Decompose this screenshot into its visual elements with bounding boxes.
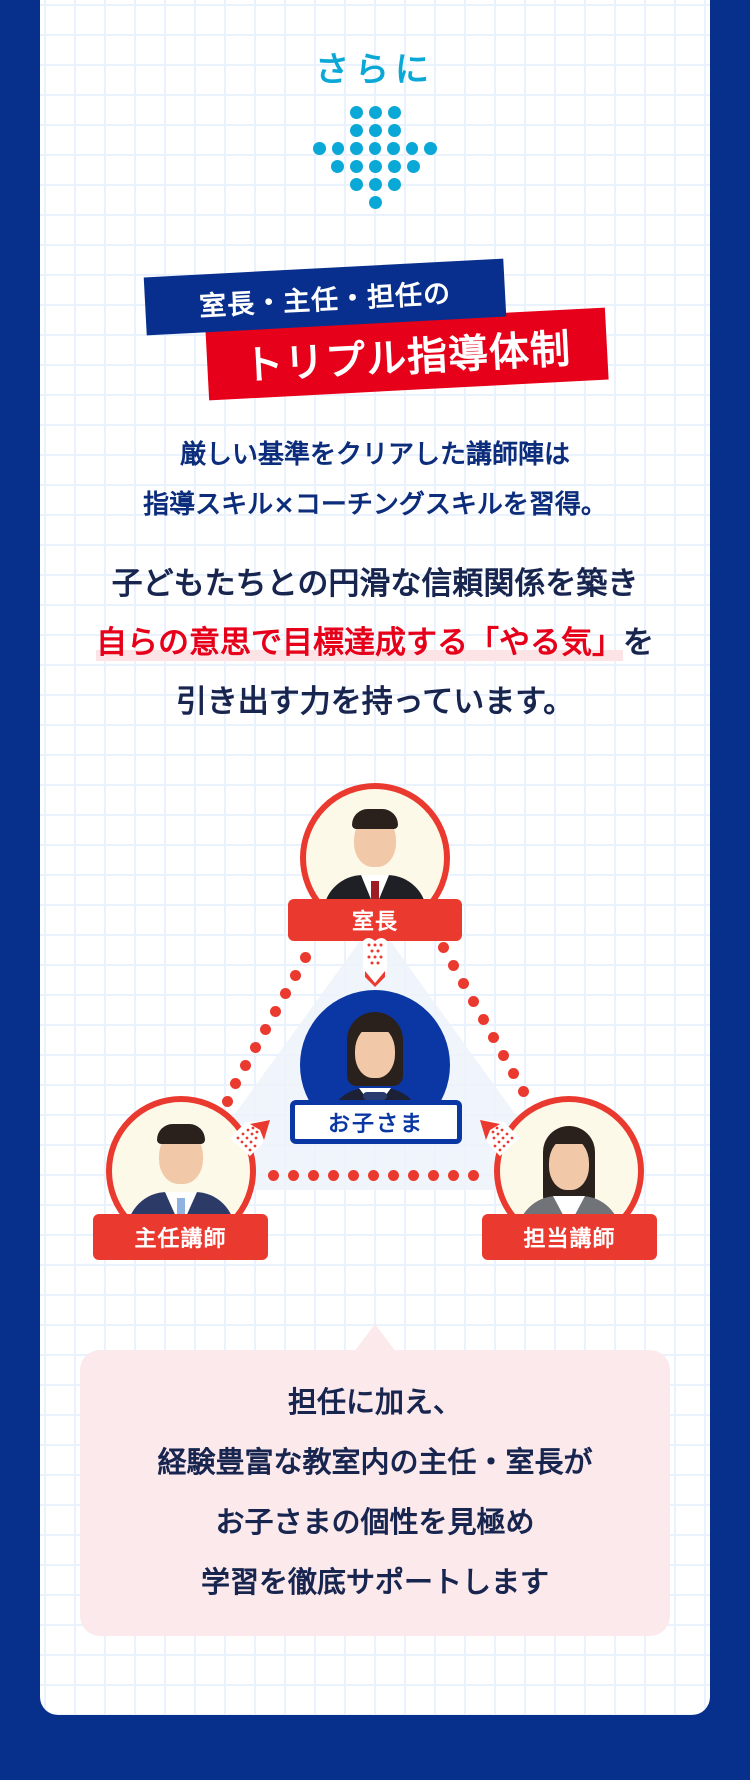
bubble-line-3: お子さまの個性を見極め	[215, 1505, 535, 1539]
label-room-manager: 室長	[288, 899, 462, 941]
label-head-instructor: 主任講師	[93, 1214, 268, 1260]
speech-bubble-text: 担任に加え、 経験豊富な教室内の主任・室長が お子さまの個性を見極め 学習を徹底…	[80, 1372, 670, 1612]
main-copy-highlight: 自らの意思で目標達成する「やる気」	[96, 625, 623, 661]
main-copy-suffix: を	[623, 625, 654, 661]
main-copy-line-2: 自らの意思で目標達成する「やる気」を	[0, 614, 750, 673]
bubble-line-2: 経験豊富な教室内の主任・室長が	[157, 1445, 593, 1479]
arrow-up-left-icon	[480, 1120, 520, 1156]
bubble-line-4: 学習を徹底サポートします	[200, 1565, 549, 1599]
lead-text: 厳しい基準をクリアした講師陣は 指導スキル×コーチングスキルを習得。	[0, 430, 750, 530]
label-child: お子さま	[290, 1100, 462, 1144]
speech-bubble-tail	[354, 1324, 396, 1352]
arrow-up-right-icon	[230, 1120, 270, 1156]
lead-line-1: 厳しい基準をクリアした講師陣は	[179, 440, 570, 470]
intro-text: さらに	[315, 50, 435, 90]
speech-bubble	[80, 1350, 670, 1636]
bubble-line-1: 担任に加え、	[287, 1385, 462, 1419]
main-copy-line-3: 引き出す力を持っています。	[175, 684, 575, 720]
label-assigned-instructor: 担当講師	[482, 1214, 657, 1260]
lead-line-2: 指導スキル×コーチングスキルを習得。	[143, 490, 607, 520]
main-copy: 子どもたちとの円滑な信頼関係を築き 自らの意思で目標達成する「やる気」を 引き出…	[0, 555, 750, 732]
dotted-down-arrow-icon	[312, 106, 438, 216]
title-sub-text: 室長・主任・担任の	[198, 277, 452, 323]
heart-arrow-down-icon	[363, 938, 387, 987]
main-copy-line-1: 子どもたちとの円滑な信頼関係を築き	[111, 566, 639, 602]
